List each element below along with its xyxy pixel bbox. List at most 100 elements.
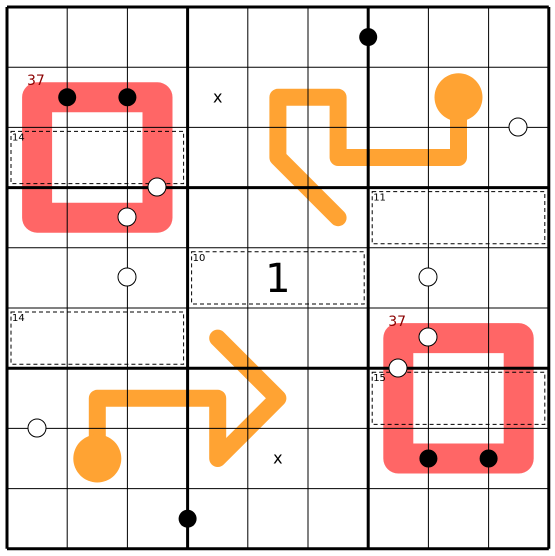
- cage-outline: [10, 130, 185, 185]
- sudoku-cell-r4c4[interactable]: [188, 188, 248, 248]
- sudoku-cell-r3c4[interactable]: [188, 127, 248, 187]
- sudoku-cell-r5c7[interactable]: [368, 248, 428, 308]
- sudoku-cell-r7c5[interactable]: [248, 368, 308, 428]
- sudoku-cell-r2c3[interactable]: [127, 67, 187, 127]
- sudoku-cell-r7c4[interactable]: [188, 368, 248, 428]
- sudoku-cell-r1c2[interactable]: [67, 7, 127, 67]
- sudoku-cell-r2c2[interactable]: [67, 67, 127, 127]
- sudoku-cell-r5c3[interactable]: [127, 248, 187, 308]
- sudoku-cell-r1c3[interactable]: [127, 7, 187, 67]
- sudoku-cell-r3c5[interactable]: [248, 127, 308, 187]
- sudoku-cell-r5c6[interactable]: [308, 248, 368, 308]
- sudoku-cell-r9c9[interactable]: [489, 489, 549, 549]
- sudoku-cell-r6c7[interactable]: [368, 308, 428, 368]
- sudoku-cell-r4c8[interactable]: [428, 188, 488, 248]
- white-kropki-dot: [27, 418, 47, 438]
- sudoku-cell-r1c1[interactable]: [7, 7, 67, 67]
- sudoku-cell-r3c8[interactable]: [428, 127, 488, 187]
- sudoku-cell-r6c8[interactable]: [428, 308, 488, 368]
- sudoku-cell-r6c9[interactable]: [489, 308, 549, 368]
- sudoku-cell-r3c2[interactable]: [67, 127, 127, 187]
- sudoku-cell-r5c2[interactable]: [67, 248, 127, 308]
- cage-sum: 10: [193, 253, 206, 264]
- x-clue-mark: x: [273, 449, 282, 468]
- cage-sum: 14: [12, 313, 25, 324]
- sudoku-cell-r3c1[interactable]: [7, 127, 67, 187]
- sudoku-cell-r2c5[interactable]: [248, 67, 308, 127]
- sudoku-cell-r5c1[interactable]: [7, 248, 67, 308]
- cage-outline: [191, 251, 365, 305]
- sudoku-cell-r3c7[interactable]: [368, 127, 428, 187]
- sudoku-cell-r6c3[interactable]: [127, 308, 187, 368]
- sudoku-cell-r8c4[interactable]: [188, 428, 248, 488]
- sudoku-cell-r2c6[interactable]: [308, 67, 368, 127]
- sudoku-cell-r8c9[interactable]: [489, 428, 549, 488]
- sudoku-cell-r6c5[interactable]: [248, 308, 308, 368]
- cell-layer: [7, 7, 549, 549]
- cage-outline: [371, 191, 546, 245]
- sudoku-cell-r1c8[interactable]: [428, 7, 488, 67]
- sudoku-cell-r7c6[interactable]: [308, 368, 368, 428]
- white-kropki-dot: [117, 207, 137, 227]
- sudoku-cell-r4c1[interactable]: [7, 188, 67, 248]
- sudoku-cell-r7c8[interactable]: [428, 368, 488, 428]
- cage-outline: [371, 371, 546, 425]
- sudoku-cell-r5c4[interactable]: [188, 248, 248, 308]
- white-kropki-dot: [117, 267, 137, 287]
- sudoku-cell-r1c4[interactable]: [188, 7, 248, 67]
- sudoku-cell-r3c9[interactable]: [489, 127, 549, 187]
- sudoku-cell-r7c2[interactable]: [67, 368, 127, 428]
- sudoku-cell-r6c4[interactable]: [188, 308, 248, 368]
- sudoku-cell-r8c8[interactable]: [428, 428, 488, 488]
- sudoku-cell-r1c6[interactable]: [308, 7, 368, 67]
- sudoku-cell-r9c5[interactable]: [248, 489, 308, 549]
- sudoku-cell-r6c2[interactable]: [67, 308, 127, 368]
- sudoku-cell-r4c3[interactable]: [127, 188, 187, 248]
- sudoku-cell-r1c7[interactable]: [368, 7, 428, 67]
- sudoku-cell-r4c2[interactable]: [67, 188, 127, 248]
- sudoku-cell-r2c7[interactable]: [368, 67, 428, 127]
- sudoku-cell-r9c7[interactable]: [368, 489, 428, 549]
- sudoku-cell-r4c7[interactable]: [368, 188, 428, 248]
- sudoku-cell-r9c6[interactable]: [308, 489, 368, 549]
- sudoku-cell-r8c5[interactable]: [248, 428, 308, 488]
- sudoku-cell-r9c8[interactable]: [428, 489, 488, 549]
- loop-shape: [383, 323, 534, 474]
- sudoku-cell-r7c3[interactable]: [127, 368, 187, 428]
- sudoku-cell-r5c9[interactable]: [489, 248, 549, 308]
- sudoku-cell-r3c6[interactable]: [308, 127, 368, 187]
- sudoku-cell-r9c1[interactable]: [7, 489, 67, 549]
- black-kropki-dot: [419, 449, 438, 468]
- sudoku-cell-r5c5[interactable]: [248, 248, 308, 308]
- sudoku-cell-r9c3[interactable]: [127, 489, 187, 549]
- sudoku-cell-r2c1[interactable]: [7, 67, 67, 127]
- sudoku-cell-r4c9[interactable]: [489, 188, 549, 248]
- white-kropki-dot: [508, 117, 528, 137]
- sudoku-cell-r6c1[interactable]: [7, 308, 67, 368]
- sudoku-cell-r8c7[interactable]: [368, 428, 428, 488]
- x-clue-mark: x: [213, 87, 222, 106]
- sudoku-cell-r3c3[interactable]: [127, 127, 187, 187]
- sudoku-cell-r6c6[interactable]: [308, 308, 368, 368]
- sudoku-cell-r5c8[interactable]: [428, 248, 488, 308]
- sudoku-cell-r2c8[interactable]: [428, 67, 488, 127]
- sudoku-cell-r8c1[interactable]: [7, 428, 67, 488]
- sudoku-cell-r7c7[interactable]: [368, 368, 428, 428]
- cage-sum: 11: [373, 193, 386, 204]
- sudoku-cell-r4c5[interactable]: [248, 188, 308, 248]
- sudoku-cell-r4c6[interactable]: [308, 188, 368, 248]
- cage-sum: 15: [373, 373, 386, 384]
- sudoku-cell-r8c2[interactable]: [67, 428, 127, 488]
- sudoku-cell-r1c5[interactable]: [248, 7, 308, 67]
- sudoku-cell-r8c3[interactable]: [127, 428, 187, 488]
- sudoku-cell-r8c6[interactable]: [308, 428, 368, 488]
- sudoku-cell-r9c4[interactable]: [188, 489, 248, 549]
- black-kropki-dot: [479, 449, 498, 468]
- sudoku-cell-r2c9[interactable]: [489, 67, 549, 127]
- sudoku-cell-r7c9[interactable]: [489, 368, 549, 428]
- loop-sum-label: 37: [388, 314, 406, 330]
- sudoku-cell-r2c4[interactable]: [188, 67, 248, 127]
- sudoku-cell-r7c1[interactable]: [7, 368, 67, 428]
- sudoku-cell-r9c2[interactable]: [67, 489, 127, 549]
- sudoku-cell-r1c9[interactable]: [489, 7, 549, 67]
